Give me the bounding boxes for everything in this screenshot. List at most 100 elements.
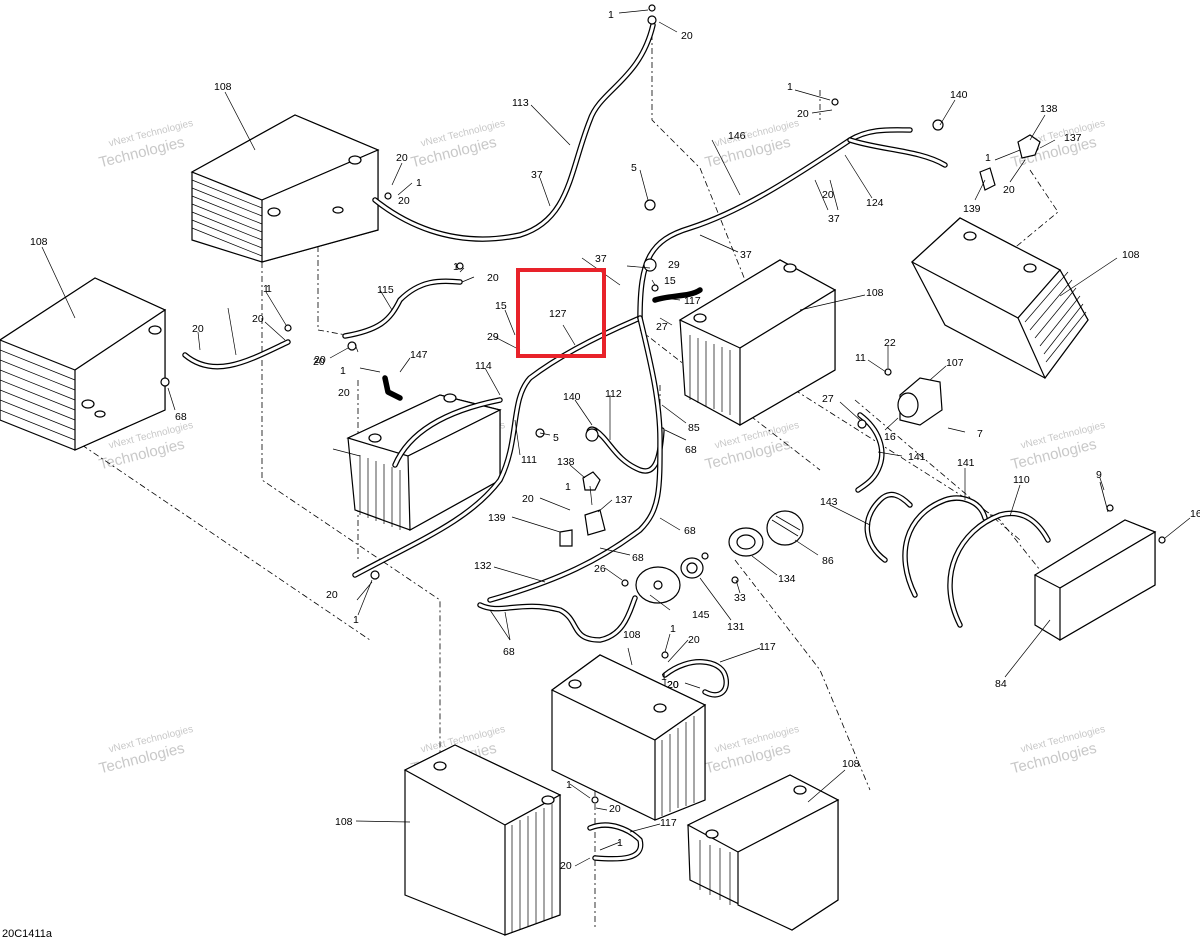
leader-lines [41,9,1191,867]
callout[interactable]: 1 [340,365,346,377]
callout[interactable]: 20 [688,634,700,646]
callout[interactable]: 68 [632,552,644,564]
callout[interactable]: 27 [822,393,834,405]
callout[interactable]: 132 [474,560,492,572]
callout[interactable]: 141 [908,451,926,463]
callout[interactable]: 114 [475,360,492,372]
callout[interactable]: 1 [617,837,623,849]
callout[interactable]: 134 [778,573,796,585]
callout[interactable]: 20 [667,679,679,691]
callout[interactable]: 117 [759,641,776,653]
callout[interactable]: 1 [266,283,272,295]
callout[interactable]: 1 [985,152,991,164]
callout[interactable]: 111 [521,454,537,466]
callout[interactable]: 16 [884,431,896,443]
callout[interactable]: 140 [563,391,581,403]
callout[interactable]: 29 [487,331,499,343]
callout[interactable]: 20 [398,195,410,207]
callout[interactable]: 1 [787,81,793,93]
callout[interactable]: 138 [1040,103,1058,115]
callout[interactable]: 20 [522,493,534,505]
callout[interactable]: 11 [855,352,866,364]
callout[interactable]: 108 [842,758,860,770]
callout[interactable]: 1 [353,614,359,626]
callout[interactable]: 16 [1190,508,1200,520]
callout[interactable]: 139 [488,512,506,524]
callout[interactable]: 139 [963,203,981,215]
callout[interactable]: 108 [30,236,48,248]
callout[interactable]: 113 [512,97,529,109]
callout[interactable]: 20 [797,108,809,120]
battery [0,277,167,451]
callout[interactable]: 108 [335,816,353,828]
callout[interactable]: 108 [1122,249,1140,261]
callout[interactable]: 127 [549,308,567,320]
callout[interactable]: 37 [740,249,752,261]
callout[interactable]: 20 [667,679,679,691]
callout[interactable]: 15 [664,275,676,287]
callout[interactable]: 20 [314,354,326,366]
callout[interactable]: 27 [656,321,668,333]
callout[interactable]: 68 [175,411,187,423]
callout[interactable]: 143 [820,496,838,508]
callout[interactable]: 137 [1064,132,1082,144]
callout[interactable]: 68 [685,444,697,456]
callout[interactable]: 108 [866,287,884,299]
callout[interactable]: 115 [377,284,394,296]
callout[interactable]: 124 [866,197,884,209]
callout[interactable]: 1 [608,9,614,21]
callout[interactable]: 26 [594,563,606,575]
callout[interactable]: 9 [1096,469,1102,481]
callout[interactable]: 20 [681,30,693,42]
callout[interactable]: 33 [734,592,746,604]
callout[interactable]: 68 [684,525,696,537]
callout[interactable]: 108 [214,81,232,93]
callout[interactable]: 117 [660,817,677,829]
callout[interactable]: 37 [531,169,543,181]
callout[interactable]: 1 [263,283,269,295]
callout[interactable]: 68 [503,646,515,658]
callout[interactable]: 7 [977,428,983,440]
callout[interactable]: 1 [661,671,667,683]
callout[interactable]: 5 [553,432,559,444]
callout[interactable]: 1 [565,481,571,493]
callout[interactable]: 37 [828,213,840,225]
callout[interactable]: 20 [252,313,264,325]
callout[interactable]: 85 [688,422,700,434]
callout[interactable]: 20 [487,272,499,284]
callout[interactable]: 29 [668,259,680,271]
callout[interactable]: 20 [338,387,350,399]
callout[interactable]: 20 [1003,184,1015,196]
callout[interactable]: 141 [957,457,975,469]
callout[interactable]: 20 [560,860,572,872]
callout[interactable]: 1 [670,623,676,635]
callout[interactable]: 107 [946,357,964,369]
callout[interactable]: 146 [728,130,746,142]
callout[interactable]: 22 [884,337,896,349]
callout[interactable]: 20 [326,589,338,601]
callout[interactable]: 117 [684,295,701,307]
callout[interactable]: 138 [557,456,575,468]
callout[interactable]: 20 [822,189,834,201]
callout[interactable]: 20 [396,152,408,164]
callout[interactable]: 20 [192,323,204,335]
callout[interactable]: 145 [692,609,710,621]
callout[interactable]: 15 [495,300,507,312]
callout[interactable]: 20 [313,356,325,368]
callout[interactable]: 86 [822,555,834,567]
callout[interactable]: 1 [416,177,422,189]
callout[interactable]: 37 [595,253,607,265]
callout[interactable]: 147 [410,349,428,361]
callout[interactable]: 140 [950,89,968,101]
callout[interactable]: 84 [995,678,1007,690]
callout[interactable]: 108 [623,629,641,641]
callout[interactable]: 131 [727,621,745,633]
callout[interactable]: 112 [605,388,622,400]
callout[interactable]: 20 [609,803,621,815]
callout[interactable]: 1 [453,261,459,273]
callout[interactable]: 1 [566,779,572,791]
callout[interactable]: 110 [1013,474,1030,486]
callout[interactable]: 5 [631,162,637,174]
hardware [160,4,1166,804]
callout[interactable]: 137 [615,494,633,506]
